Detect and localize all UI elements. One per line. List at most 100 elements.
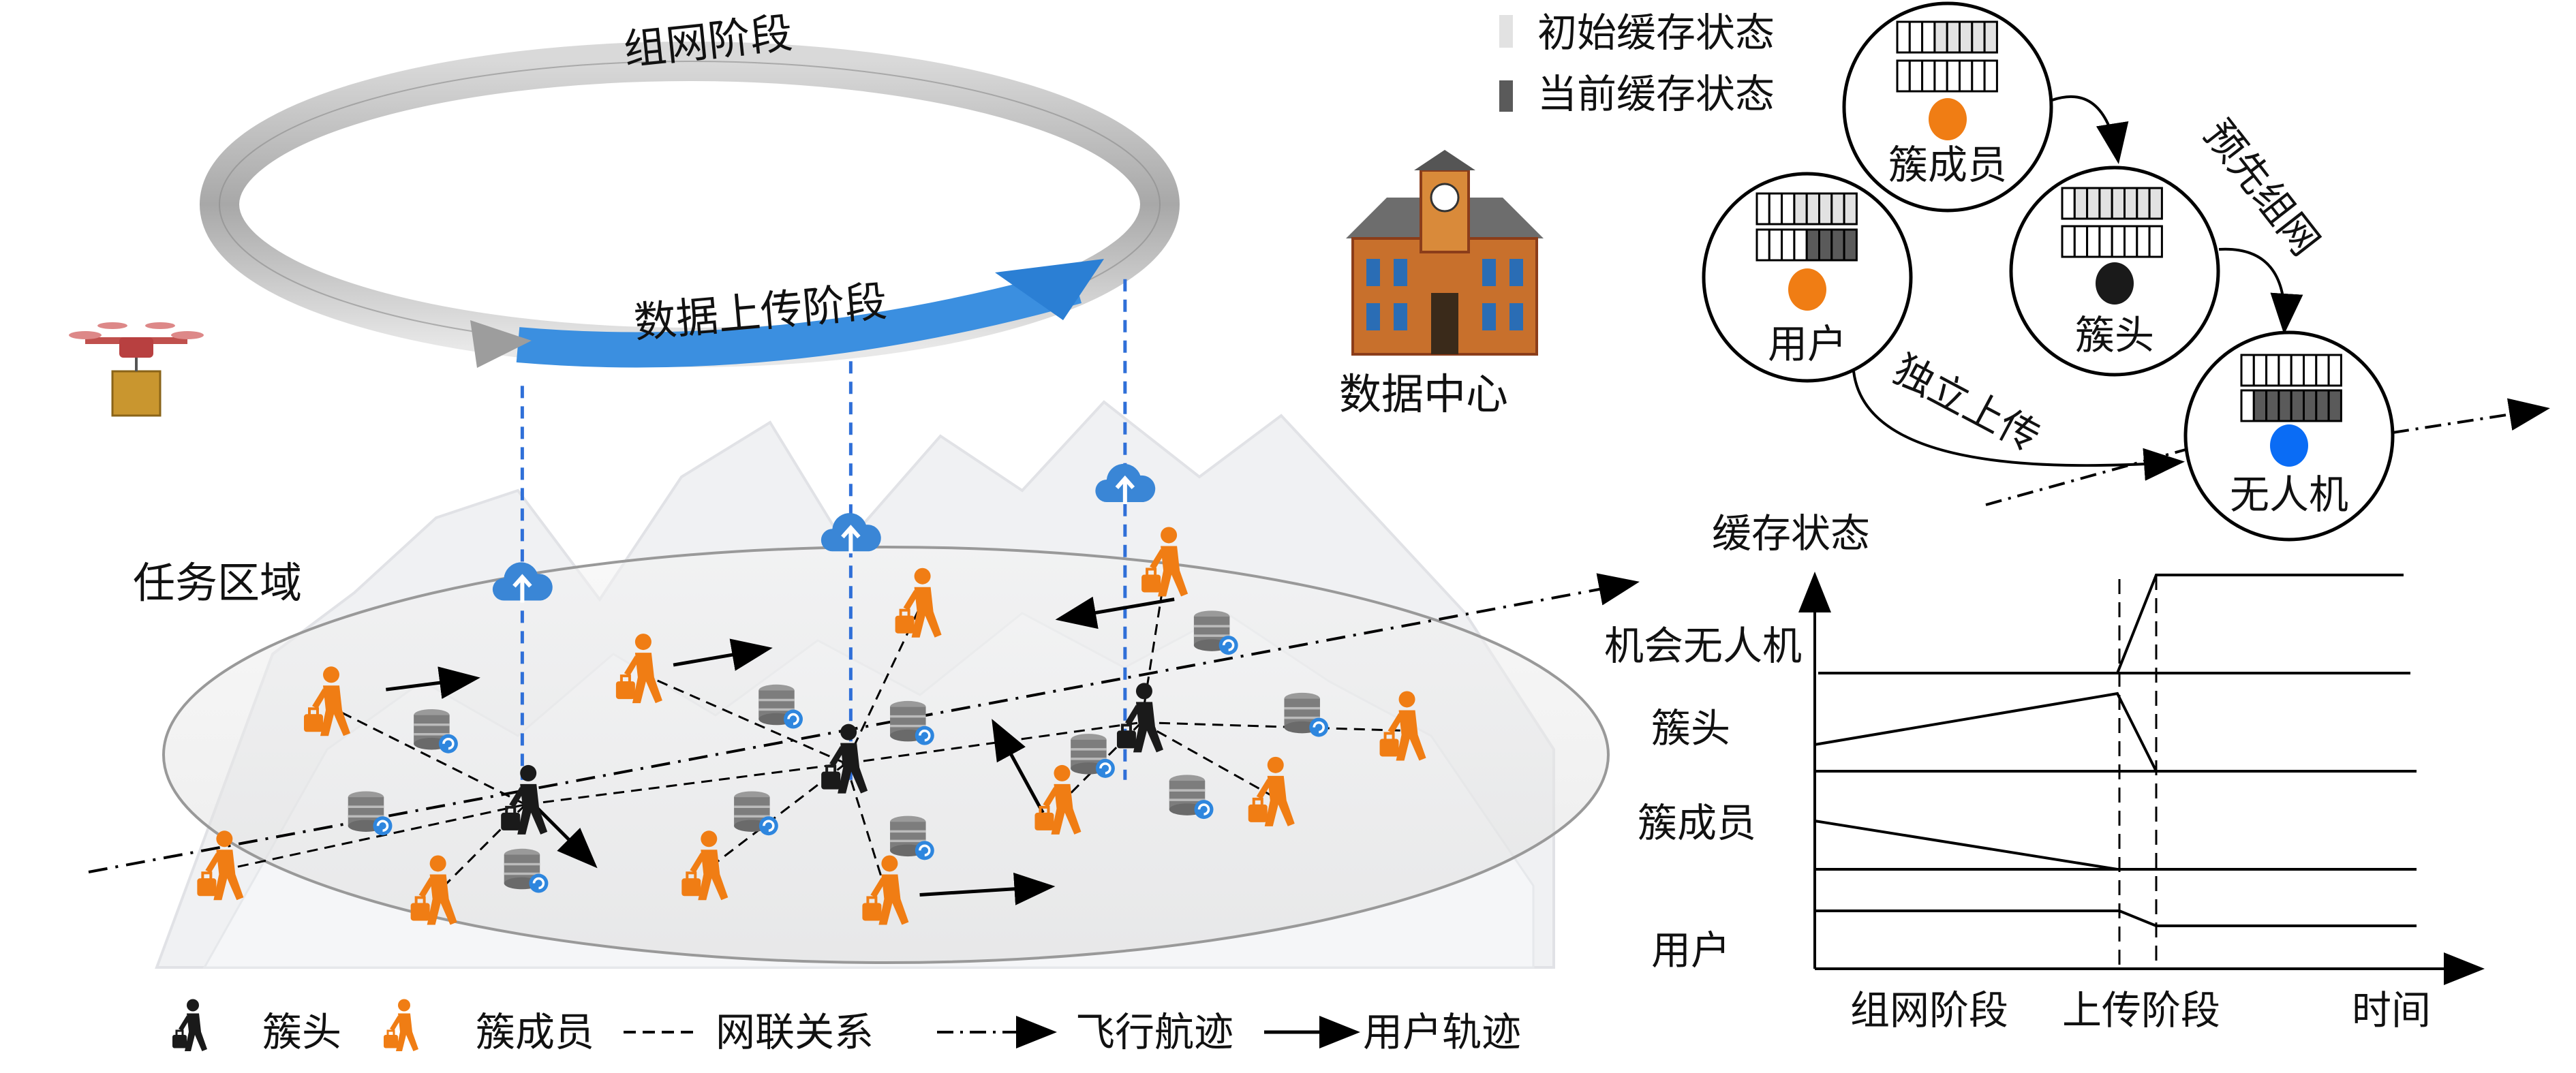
network-link-line [1141,721,1274,798]
node-uav-dot [2270,424,2308,467]
buffer-nodes: 簇成员用户簇头无人机 [1702,1,2395,542]
timing-row-uav: 机会无人机 [1604,623,1802,669]
node-member-current-buffer-cell [1971,59,1986,93]
networking-phase-arrowhead [470,320,532,368]
network-link-line [705,762,847,871]
legend-link-label: 网联关系 [716,1009,874,1055]
node-head-current-buffer-cell [2073,225,2089,258]
user-track-arrow [673,638,773,671]
legend-user-track-label: 用户轨迹 [1363,1009,1521,1055]
node-head-current-buffer-cell [2111,225,2126,258]
network-link-line [844,763,888,895]
node-user-initial-buffer-cell [1843,192,1858,226]
initial-buffer-label: 初始缓存状态 [1537,10,1775,56]
timing-chart [1798,572,2485,985]
node-user-initial-buffer-cell [1805,192,1820,226]
node-head-current-buffer-cell [2148,225,2163,258]
node-user-current-buffer-cell [1755,228,1770,262]
node-head-label: 簇头 [2075,312,2154,358]
node-head-current-buffer-cell [2061,225,2076,258]
node-user-initial-buffer-cell [1755,192,1770,226]
node-member-label: 簇成员 [1888,142,2007,188]
legend-member-icon [382,998,420,1053]
head-to-uav-arrow [2218,247,2303,335]
node-uav-current-buffer-cell [2265,389,2280,422]
node-head-initial-buffer-cell [2073,187,2089,220]
timing-row-head: 簇头 [1651,705,1730,751]
node-uav-initial-buffer-cell [2240,354,2255,387]
node-user-initial-buffer-cell [1768,192,1783,226]
network-link-line [640,672,846,765]
node-member-initial-buffer-cell [1946,20,1961,54]
node-member-current-buffer-cell [1933,59,1948,93]
upload-phase-arrowhead [995,259,1104,320]
node-uav-initial-buffer-cell [2252,354,2268,387]
node-head-current-buffer-cell [2123,225,2138,258]
network-link-line [328,704,526,806]
member-to-head-arrow [2051,95,2129,164]
node-head-current-buffer-cell [2098,225,2113,258]
legend-flight-label: 飞行航迹 [1075,1009,1233,1055]
node-uav-current-buffer-cell [2240,389,2255,422]
user-track-arrow [1055,596,1175,629]
node-member-initial-buffer-cell [1971,20,1986,54]
uav-buffer-curve [2116,574,2404,674]
node-uav-current-buffer-cell [2327,389,2342,422]
upload-phase-arc [516,268,1082,368]
node-head-initial-buffer-cell [2148,187,2163,220]
initial-buffer-swatch [1499,15,1513,48]
node-head-current-buffer-cell [2086,225,2101,258]
node-user-initial-buffer-cell [1818,192,1833,226]
node-user-current-buffer-cell [1818,228,1833,262]
node-uav-initial-buffer-cell [2303,354,2318,387]
head-buffer-curve [1814,691,2158,772]
mission-area-label: 任务区域 [133,558,302,608]
node-head-initial-buffer-cell [2123,187,2138,220]
node-head-dot [2096,262,2134,305]
user-buffer-curve [1815,909,2417,927]
current-buffer-swatch [1499,80,1513,112]
node-member-current-buffer-cell [1983,59,1998,93]
node-uav-initial-buffer-cell [2327,354,2342,387]
node-user-initial-buffer-cell [1781,192,1796,226]
timing-row-member: 簇成员 [1638,800,1756,846]
user-track-arrow [992,719,1045,814]
network-link-line [1141,721,1405,732]
node-uav-initial-buffer-cell [2265,354,2280,387]
node-member-initial-buffer-cell [1908,20,1924,54]
uav-flight-out [2392,398,2550,434]
data-center-label: 数据中心 [1339,369,1508,419]
timing-phase-upload: 上传阶段 [2062,987,2220,1033]
node-user-current-buffer-cell [1781,228,1796,262]
node-uav-current-buffer-cell [2290,389,2305,422]
node-user-initial-buffer-cell [1793,192,1808,226]
node-user-current-buffer-cell [1793,228,1808,262]
node-user-current-buffer-cell [1805,228,1820,262]
node-user-label: 用户 [1768,321,1847,367]
node-uav-initial-buffer-cell [2278,354,2293,387]
bottom-legend: 簇头 簇成员 网联关系 飞行航迹 用户轨迹 [171,998,1521,1055]
node-member-initial-buffer-cell [1921,20,1936,54]
node-member-initial-buffer-cell [1933,20,1948,54]
node-head-initial-buffer-cell [2098,187,2113,220]
data-center-building-icon [1346,150,1544,356]
node-member-current-buffer-cell [1959,59,1974,93]
node-head-initial-buffer-cell [2086,187,2101,220]
drone-icon [69,322,204,417]
timing-ylabel: 缓存状态 [1712,510,1870,557]
node-member-dot [1929,98,1967,140]
user-track-arrow [532,803,598,869]
buffer-legend: 初始缓存状态 当前缓存状态 [1499,10,1775,117]
user-tracks [386,596,1175,905]
node-uav-initial-buffer-cell [2315,354,2330,387]
node-uav-current-buffer-cell [2252,389,2268,422]
node-uav-current-buffer-cell [2315,389,2330,422]
node-head-initial-buffer-cell [2061,187,2076,220]
node-head-current-buffer-cell [2136,225,2151,258]
legend-head-icon [171,998,209,1053]
node-edges [1852,95,2550,506]
node-member-current-buffer-cell [1921,59,1936,93]
user-track-arrow [386,666,480,699]
